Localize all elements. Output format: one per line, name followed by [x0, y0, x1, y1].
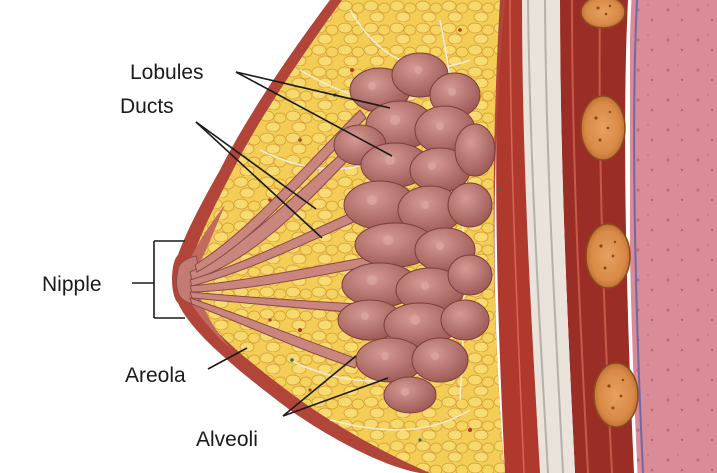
label-areola: Areola: [125, 364, 186, 387]
label-nipple: Nipple: [42, 273, 102, 296]
label-ducts: Ducts: [120, 95, 174, 118]
label-lobules: Lobules: [130, 61, 204, 84]
chest-wall: [630, 0, 717, 473]
label-alveoli: Alveoli: [196, 428, 258, 451]
